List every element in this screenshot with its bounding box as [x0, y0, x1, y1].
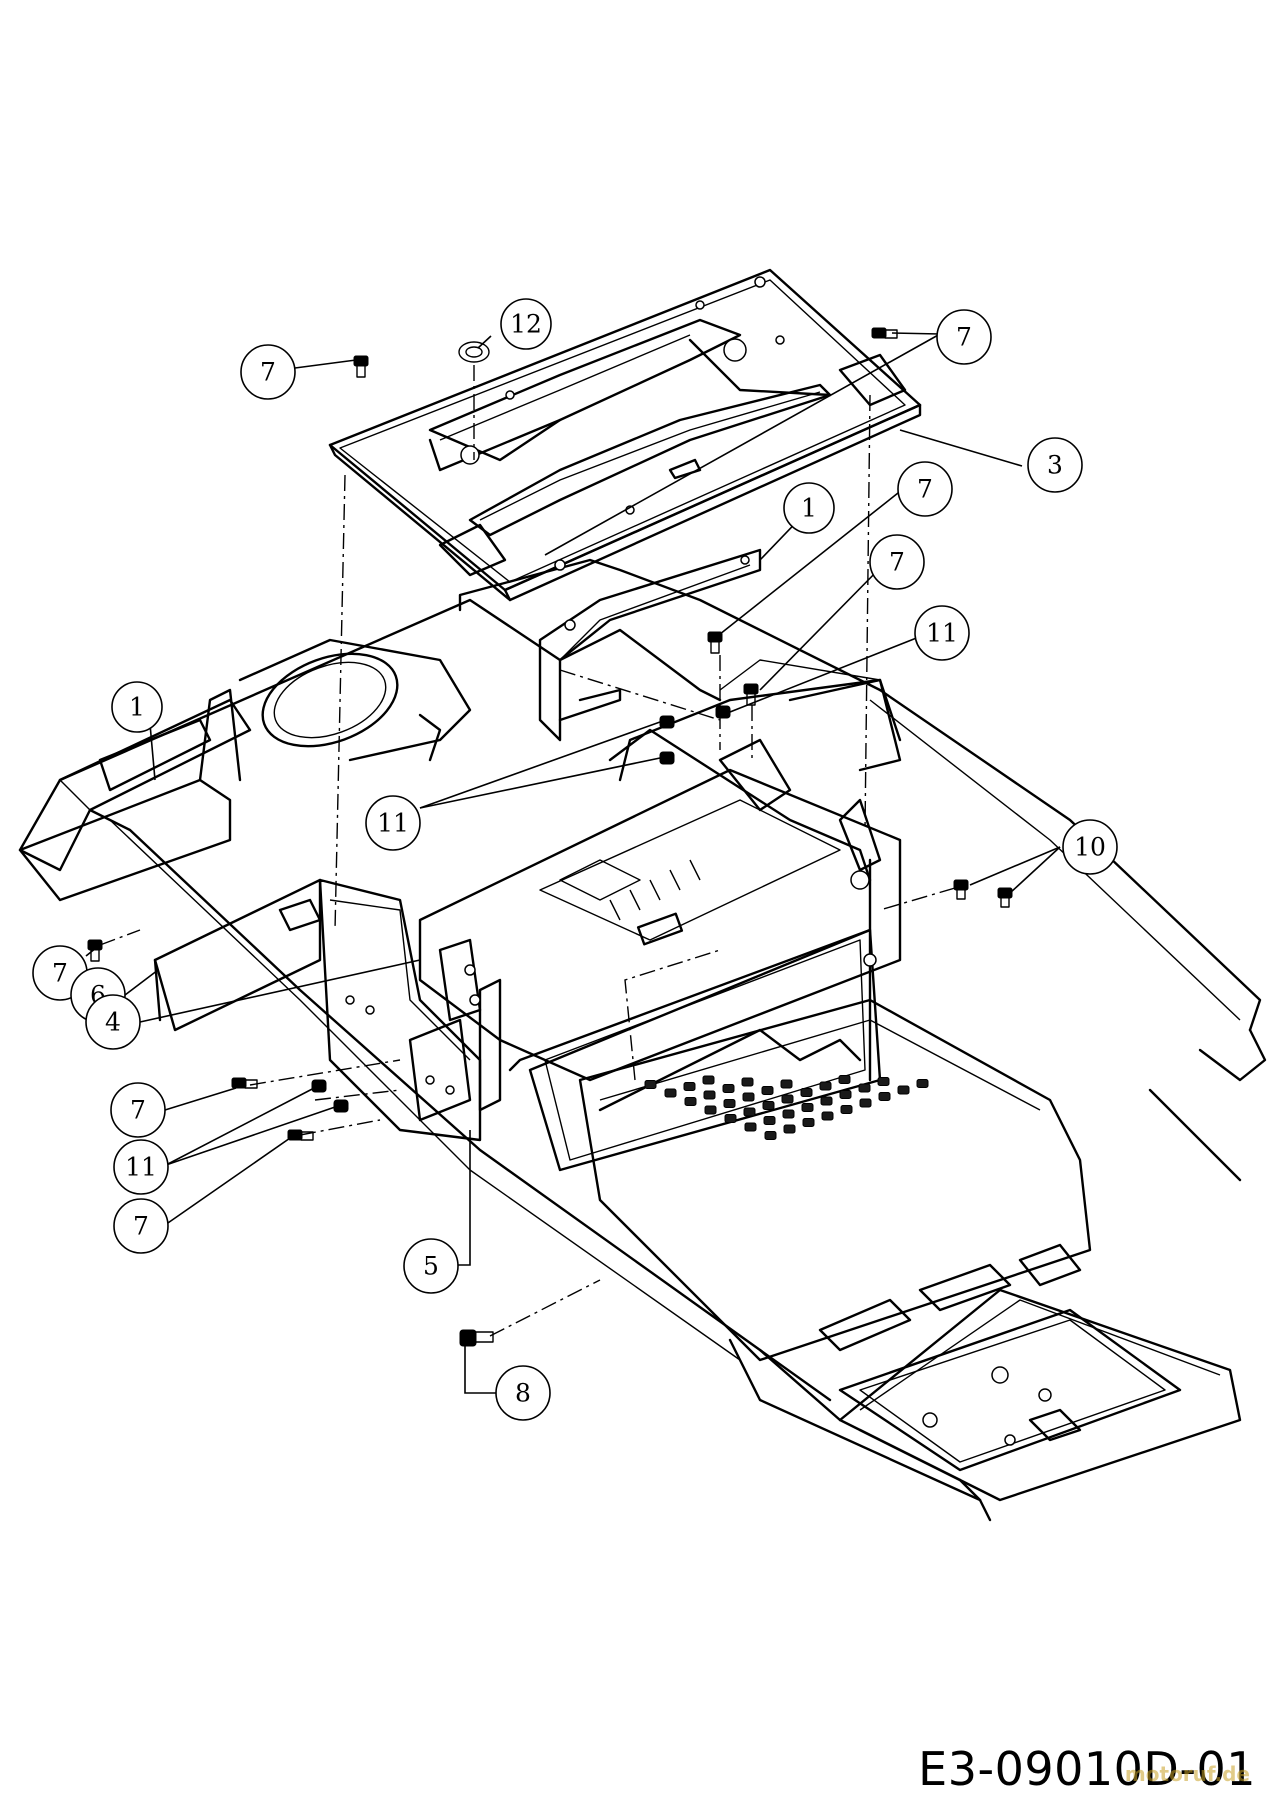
mesh-hole: [703, 1090, 716, 1100]
bolt-icon: [871, 327, 898, 339]
callout-4: 4: [85, 994, 141, 1050]
grommet-icon: [458, 341, 490, 363]
callout-7: 7: [869, 534, 925, 590]
mesh-hole: [723, 1099, 736, 1108]
callout-3: 3: [1027, 437, 1083, 493]
callout-7: 7: [240, 344, 296, 400]
mesh-hole: [782, 1109, 795, 1119]
svg-text:7: 7: [133, 1212, 149, 1241]
mesh-hole: [838, 1075, 851, 1084]
callout-1: 1: [783, 482, 835, 534]
callout-7: 7: [936, 309, 992, 365]
mesh-hole: [763, 1116, 776, 1125]
mesh-hole: [800, 1088, 813, 1097]
mesh-hole: [722, 1084, 735, 1093]
mesh-hole: [761, 1086, 774, 1095]
svg-text:11: 11: [125, 1153, 157, 1182]
svg-text:5: 5: [423, 1252, 439, 1281]
svg-text:1: 1: [801, 494, 817, 523]
mesh-hole: [840, 1105, 853, 1114]
nut-icon: [715, 705, 731, 719]
bolt-icon: [231, 1077, 258, 1089]
mesh-hole: [878, 1092, 891, 1101]
mesh-hole: [877, 1077, 890, 1086]
mesh-hole: [781, 1094, 794, 1104]
mesh-hole: [780, 1079, 793, 1089]
mesh-hole: [839, 1090, 852, 1099]
svg-text:4: 4: [105, 1008, 121, 1037]
mesh-hole: [644, 1080, 657, 1089]
mesh-hole: [702, 1075, 715, 1085]
svg-text:7: 7: [260, 358, 276, 387]
mesh-hole: [742, 1092, 755, 1102]
callout-11: 11: [365, 795, 421, 851]
mesh-hole: [897, 1085, 910, 1095]
callout-8: 8: [495, 1365, 551, 1421]
svg-text:3: 3: [1047, 451, 1063, 480]
svg-text:1: 1: [129, 693, 145, 722]
mesh-hole: [783, 1124, 796, 1134]
callout-7: 7: [897, 461, 953, 517]
bolt-icon: [953, 879, 969, 900]
mesh-hole: [743, 1107, 756, 1117]
bolt-icon: [459, 1329, 494, 1347]
mesh-hole: [724, 1114, 737, 1123]
seat-plate: [328, 268, 922, 602]
leader-lines: [85, 332, 1061, 1394]
svg-text:7: 7: [130, 1096, 146, 1125]
callouts: 12 7 7 3 1 7 7 11 1 11 10 7 6 4 7 11 7 5…: [32, 298, 1118, 1421]
seat-support-bracket: [538, 548, 762, 742]
callout-7: 7: [110, 1082, 166, 1138]
callout-12: 12: [500, 298, 552, 350]
bolt-icon: [87, 939, 103, 962]
nut-icon: [659, 751, 675, 765]
mesh-hole: [664, 1088, 677, 1098]
mesh-hole: [916, 1079, 929, 1088]
mesh-hole: [762, 1101, 775, 1110]
svg-text:12: 12: [510, 310, 542, 339]
svg-text:8: 8: [515, 1379, 531, 1408]
svg-text:11: 11: [926, 619, 958, 648]
bolt-icon: [743, 683, 759, 706]
callout-7: 7: [113, 1198, 169, 1254]
bolt-icon: [353, 355, 369, 378]
assembly-lines: [99, 365, 956, 1337]
mesh-hole: [820, 1096, 833, 1106]
nut-icon: [333, 1099, 349, 1113]
bolt-icon: [997, 887, 1013, 908]
callout-11: 11: [914, 605, 970, 661]
mesh-hole: [704, 1105, 717, 1115]
mesh-hole: [819, 1081, 832, 1091]
mesh-hole: [684, 1097, 697, 1106]
mesh-hole: [683, 1082, 696, 1091]
svg-text:7: 7: [956, 323, 972, 352]
foot-plate-mesh: [644, 1075, 929, 1140]
svg-text:7: 7: [52, 959, 68, 988]
mesh-hole: [744, 1122, 757, 1132]
seat-pan-box: [418, 768, 902, 1172]
callout-11: 11: [113, 1139, 169, 1195]
main-frame: [18, 558, 1267, 1522]
svg-text:7: 7: [917, 475, 933, 504]
nut-icon: [311, 1079, 327, 1093]
drawing-number: E3-09010D-01: [918, 1742, 1256, 1796]
mesh-hole: [741, 1077, 754, 1087]
mesh-hole: [821, 1111, 834, 1121]
svg-text:7: 7: [889, 548, 905, 577]
svg-text:10: 10: [1074, 833, 1106, 862]
mesh-hole: [859, 1098, 872, 1108]
nut-icon: [659, 715, 675, 729]
callout-1: 1: [111, 681, 163, 733]
watermark-logo: motoruf.de: [1124, 1762, 1250, 1786]
svg-text:11: 11: [377, 809, 409, 838]
mesh-hole: [858, 1083, 871, 1093]
right-hinge-frame: [608, 659, 902, 882]
mesh-hole: [764, 1131, 777, 1140]
mesh-hole: [801, 1103, 814, 1112]
left-brackets: [18, 688, 482, 1142]
callout-10: 10: [1062, 819, 1118, 875]
callout-5: 5: [403, 1238, 459, 1294]
mesh-hole: [802, 1118, 815, 1127]
